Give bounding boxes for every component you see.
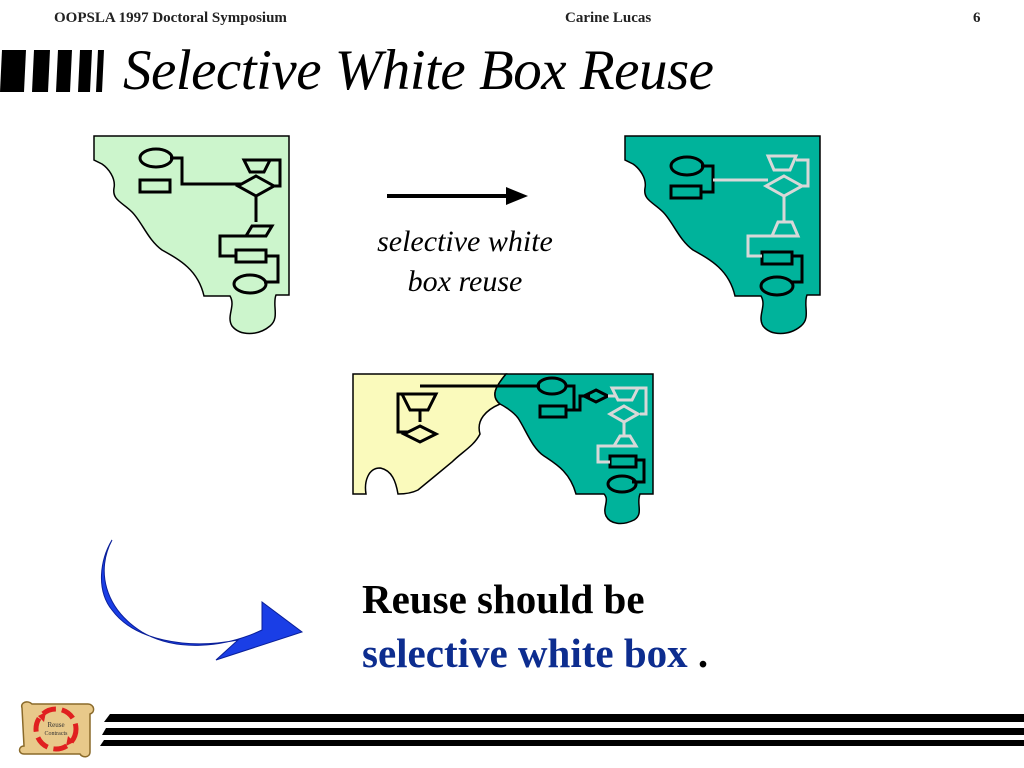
puzzle-piece-teal-bottom <box>420 373 654 525</box>
caption-line-2: box reuse <box>407 265 523 298</box>
header-left: OOPSLA 1997 Doctoral Symposium <box>54 10 287 26</box>
statement-line-2: selective white box . <box>362 626 708 680</box>
page-number: 6 <box>973 10 981 26</box>
puzzle-piece-light-green <box>93 135 290 335</box>
arrow-caption: selective white box reuse <box>350 222 580 302</box>
puzzle-piece-yellow <box>352 373 508 495</box>
puzzle-piece-teal <box>624 135 821 335</box>
right-arrow <box>387 187 528 205</box>
logo-text-1: Reuse <box>47 721 64 729</box>
statement-highlight: selective white box <box>362 630 688 676</box>
reuse-contracts-logo: Reuse Contracts <box>18 701 95 758</box>
slide-title: Selective White Box Reuse <box>123 39 714 102</box>
title-bars-decoration <box>0 50 104 92</box>
statement-period: . <box>697 630 709 676</box>
statement-line-1: Reuse should be <box>362 576 645 622</box>
logo-text-2: Contracts <box>45 731 69 737</box>
header-author: Carine Lucas <box>565 10 652 26</box>
curved-blue-arrow <box>100 539 304 661</box>
conclusion-statement: Reuse should be selective white box . <box>362 572 708 680</box>
footer-lines <box>100 714 1024 746</box>
caption-line-1: selective white <box>377 225 553 258</box>
